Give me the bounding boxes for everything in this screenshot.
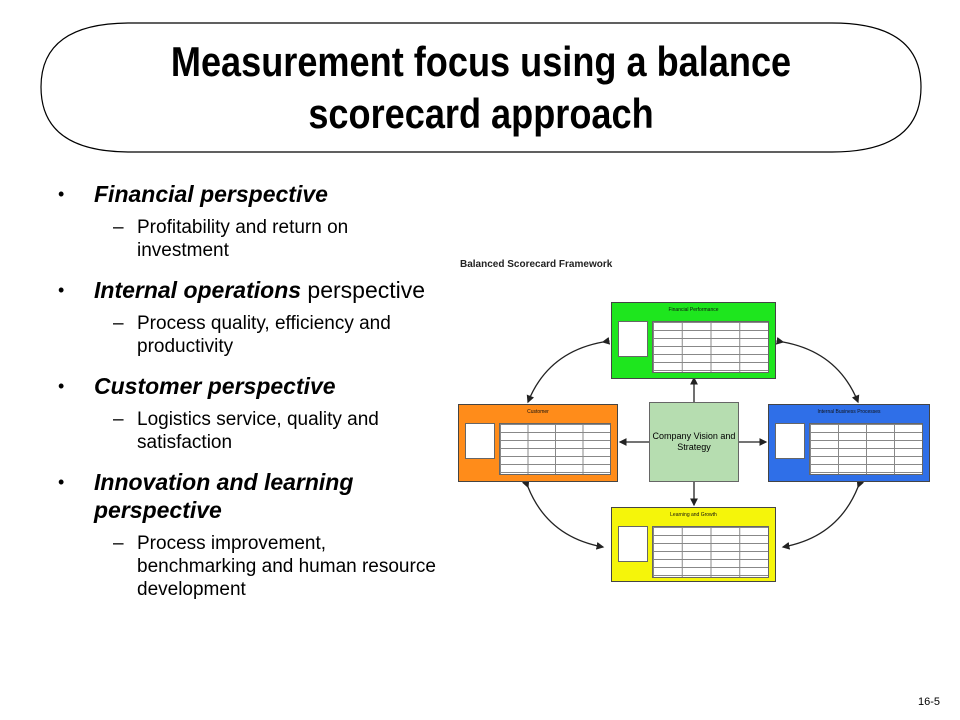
box-internal: Internal Business Processes [768, 404, 930, 482]
title-frame [40, 22, 922, 153]
bullet-heading: Customer perspective [94, 373, 336, 399]
bullet-heading: Innovation and learning perspective [94, 469, 354, 523]
box-table [652, 526, 769, 578]
arrow-internal-learning [781, 479, 865, 550]
box-table [499, 423, 611, 475]
box-label: Customer [527, 409, 549, 415]
box-question [618, 526, 648, 562]
sub-bullet-customer: – Logistics service, quality and satisfa… [58, 408, 438, 454]
box-label: Internal Business Processes [817, 409, 881, 415]
sub-bullet-text: Process improvement, benchmarking and hu… [137, 533, 436, 600]
box-question [465, 423, 495, 459]
sub-bullet-text: Profitability and return on investment [137, 217, 349, 261]
arrow-financial-internal [775, 336, 860, 404]
bullet-innovation: • Innovation and learning perspective [58, 468, 438, 524]
sub-bullet-dash: – [113, 533, 124, 554]
box-question [618, 321, 648, 357]
box-question [775, 423, 805, 459]
bullet-heading: Financial perspective [94, 181, 328, 207]
box-customer: Customer [458, 404, 618, 482]
arrow-financial-customer [526, 336, 611, 404]
box-learning: Learning and Growth [611, 507, 776, 582]
bullet-financial: • Financial perspective [58, 180, 438, 208]
box-center: Company Vision and Strategy [649, 402, 739, 482]
box-table [809, 423, 923, 475]
box-label: Financial Performance [668, 307, 719, 313]
scorecard-figure: Balanced Scorecard Framework Financial P… [448, 252, 938, 592]
bullet-dot: • [58, 280, 65, 300]
sub-bullet-dash: – [113, 313, 124, 334]
bullet-customer: • Customer perspective [58, 372, 438, 400]
box-table [652, 321, 769, 373]
sub-bullet-innovation: – Process improvement, benchmarking and … [58, 532, 438, 601]
sub-bullet-text: Process quality, efficiency and producti… [137, 313, 391, 357]
slide-title: Measurement focus using a balance scorec… [170, 38, 792, 137]
bullet-dot: • [58, 376, 65, 396]
bullet-list: • Financial perspective – Profitability … [58, 170, 438, 601]
bullet-heading: Internal operations [94, 277, 302, 303]
box-label: Learning and Growth [670, 512, 717, 518]
figure-title: Balanced Scorecard Framework [460, 259, 613, 270]
sub-bullet-financial: – Profitability and return on investment [58, 216, 438, 262]
sub-bullet-dash: – [113, 217, 124, 238]
bullet-internal: • Internal operations perspective [58, 276, 438, 304]
slide-number: 16-5 [918, 696, 941, 708]
bullet-dot: • [58, 472, 65, 492]
box-financial: Financial Performance [611, 302, 776, 379]
figure-arrows [521, 336, 865, 550]
bullet-dot: • [58, 184, 65, 204]
arrow-customer-learning [521, 479, 605, 550]
sub-bullet-dash: – [113, 409, 124, 430]
title-frame-shape [40, 22, 922, 153]
bullet-heading-rest: perspective [301, 277, 426, 303]
sub-bullet-internal: – Process quality, efficiency and produc… [58, 312, 438, 358]
sub-bullet-text: Logistics service, quality and satisfact… [137, 409, 379, 453]
center-label: Company Vision and Strategy [652, 431, 736, 452]
